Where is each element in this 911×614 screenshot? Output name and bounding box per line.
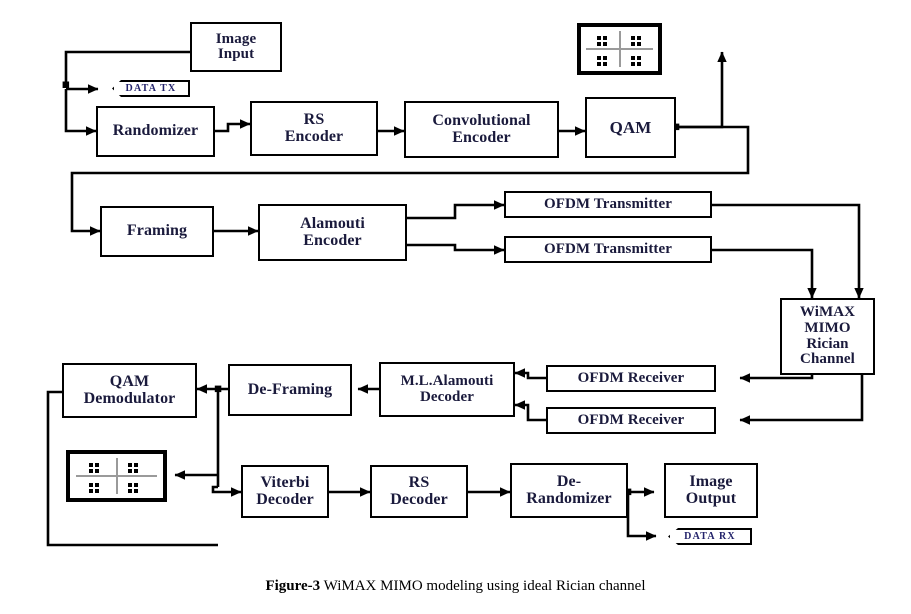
wire-image-input-to-rail	[64, 50, 190, 85]
wire-junction-dot-de-randomizer	[624, 488, 632, 496]
block-viterbi-decoder[interactable]: Viterbi Decoder	[241, 465, 329, 518]
block-randomizer[interactable]: Randomizer	[96, 106, 215, 157]
block-ofdm-transmitter-1[interactable]: OFDM Transmitter	[504, 191, 712, 218]
block-framing[interactable]: Framing	[100, 206, 214, 257]
block-ofdm-receiver-2-label: OFDM Receiver	[577, 411, 685, 428]
wire-branch-to-viterbi	[211, 485, 242, 497]
data-tx-tag-label: DATA TX	[125, 83, 177, 94]
rx-constellation-scope[interactable]	[66, 450, 167, 502]
wire-channel-to-ofdm-rx1	[739, 373, 814, 383]
block-alamouti-encoder[interactable]: Alamouti Encoder	[258, 204, 407, 261]
wire-ofdm-rx1-to-ml-decoder	[514, 368, 546, 380]
figure-caption: Figure-3 WiMAX MIMO modeling using ideal…	[0, 578, 911, 595]
block-ofdm-transmitter-2-label: OFDM Transmitter	[543, 240, 673, 257]
block-qam[interactable]: QAM	[585, 97, 676, 158]
block-ofdm-receiver-1-label: OFDM Receiver	[577, 369, 685, 386]
wire-junction-dot	[62, 81, 70, 88]
block-qam-label: QAM	[609, 117, 652, 137]
rx-constellation-cluster-q3	[89, 483, 99, 493]
block-ml-alamouti-decoder-label: M.L.Alamouti Decoder	[400, 373, 494, 405]
block-de-framing[interactable]: De-Framing	[228, 364, 352, 416]
rx-constellation-cluster-q2	[89, 463, 99, 473]
figure-caption-text: WiMAX MIMO modeling using ideal Rician c…	[320, 578, 646, 594]
rx-constellation-axis-vertical	[115, 457, 118, 495]
wire-de-randomizer-to-data-rx	[626, 492, 657, 541]
data-tx-tag[interactable]: DATA TX	[112, 80, 190, 97]
wire-qam-to-framing	[70, 125, 750, 236]
wire-alamouti-to-ofdm-tx1	[407, 200, 505, 220]
data-rx-tag-label: DATA RX	[684, 531, 736, 542]
block-de-randomizer-label: De- Randomizer	[526, 473, 612, 507]
block-ofdm-receiver-2[interactable]: OFDM Receiver	[546, 407, 716, 434]
block-rs-decoder-label: RS Decoder	[390, 474, 448, 508]
constellation-cluster-q3	[597, 56, 607, 66]
block-viterbi-decoder-label: Viterbi Decoder	[256, 474, 314, 508]
data-rx-tag[interactable]: DATA RX	[668, 528, 752, 545]
wire-qam-demod-feedback	[46, 390, 218, 547]
block-qam-demodulator-label: QAM Demodulator	[83, 373, 176, 407]
block-ofdm-transmitter-2[interactable]: OFDM Transmitter	[504, 236, 712, 263]
wire-ofdm-rx2-to-ml-decoder	[514, 400, 546, 422]
block-framing-label: Framing	[126, 222, 188, 240]
block-convolutional-encoder-label: Convolutional Encoder	[432, 112, 531, 146]
block-wimax-mimo-rician-channel[interactable]: WiMAX MIMO Rician Channel	[780, 298, 875, 375]
wire-qam-to-constellation	[676, 51, 727, 129]
block-qam-demodulator[interactable]: QAM Demodulator	[62, 363, 197, 418]
block-rs-encoder[interactable]: RS Encoder	[250, 101, 378, 156]
constellation-cluster-q2	[597, 36, 607, 46]
constellation-cluster-q1	[631, 36, 641, 46]
wire-randomizer-to-rs-encoder	[215, 119, 251, 133]
tx-constellation-scope[interactable]	[577, 23, 662, 75]
constellation-cluster-q4	[631, 56, 641, 66]
constellation-axis-vertical	[618, 30, 621, 68]
block-alamouti-encoder-label: Alamouti Encoder	[300, 215, 365, 249]
wire-ofdm-tx2-to-channel	[712, 248, 817, 299]
block-ofdm-receiver-1[interactable]: OFDM Receiver	[546, 365, 716, 392]
block-rs-decoder[interactable]: RS Decoder	[370, 465, 468, 518]
block-ofdm-transmitter-1-label: OFDM Transmitter	[543, 195, 673, 212]
wire-junction-dot-deframing	[214, 385, 222, 393]
rx-constellation-cluster-q1	[128, 463, 138, 473]
block-wimax-channel-label: WiMAX MIMO Rician Channel	[799, 303, 856, 368]
wire-rail-to-randomizer	[64, 89, 97, 136]
block-rs-encoder-label: RS Encoder	[284, 111, 344, 145]
block-de-framing-label: De-Framing	[247, 380, 333, 398]
block-image-input[interactable]: Image Input	[190, 22, 282, 72]
rx-constellation-cluster-q4	[128, 483, 138, 493]
wire-alamouti-to-ofdm-tx2	[407, 243, 505, 255]
wire-channel-to-ofdm-rx2	[739, 375, 864, 425]
block-image-output[interactable]: Image Output	[664, 463, 758, 518]
block-image-input-label: Image Input	[215, 30, 257, 62]
block-de-randomizer[interactable]: De- Randomizer	[510, 463, 628, 518]
block-ml-alamouti-decoder[interactable]: M.L.Alamouti Decoder	[379, 362, 515, 417]
block-image-output-label: Image Output	[685, 473, 737, 507]
wire-ofdm-tx1-to-channel	[712, 203, 864, 299]
block-convolutional-encoder[interactable]: Convolutional Encoder	[404, 101, 559, 158]
block-randomizer-label: Randomizer	[112, 122, 199, 140]
figure-caption-prefix: Figure-3	[265, 578, 321, 594]
